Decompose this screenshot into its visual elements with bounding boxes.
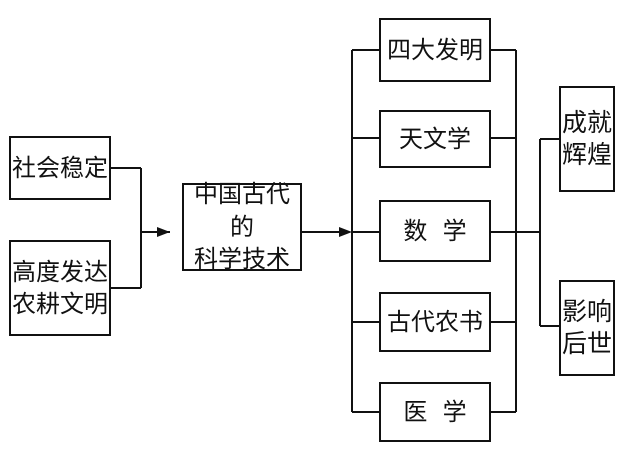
node-four-great-inventions: 四大发明: [379, 18, 491, 82]
node-social-stability: 社会稳定: [9, 136, 111, 200]
node-medicine: 医 学: [379, 382, 491, 442]
node-mathematics: 数 学: [379, 200, 491, 262]
node-lasting-influence: 影响 后世: [559, 280, 615, 376]
node-brilliant-achievements: 成就 辉煌: [559, 86, 615, 192]
node-astronomy: 天文学: [379, 110, 491, 168]
node-agricultural-civilization: 高度发达 农耕文明: [9, 240, 111, 336]
node-ancient-chinese-science-technology: 中国古代的 科学技术: [182, 180, 302, 273]
node-ancient-agricultural-books: 古代农书: [379, 292, 491, 352]
